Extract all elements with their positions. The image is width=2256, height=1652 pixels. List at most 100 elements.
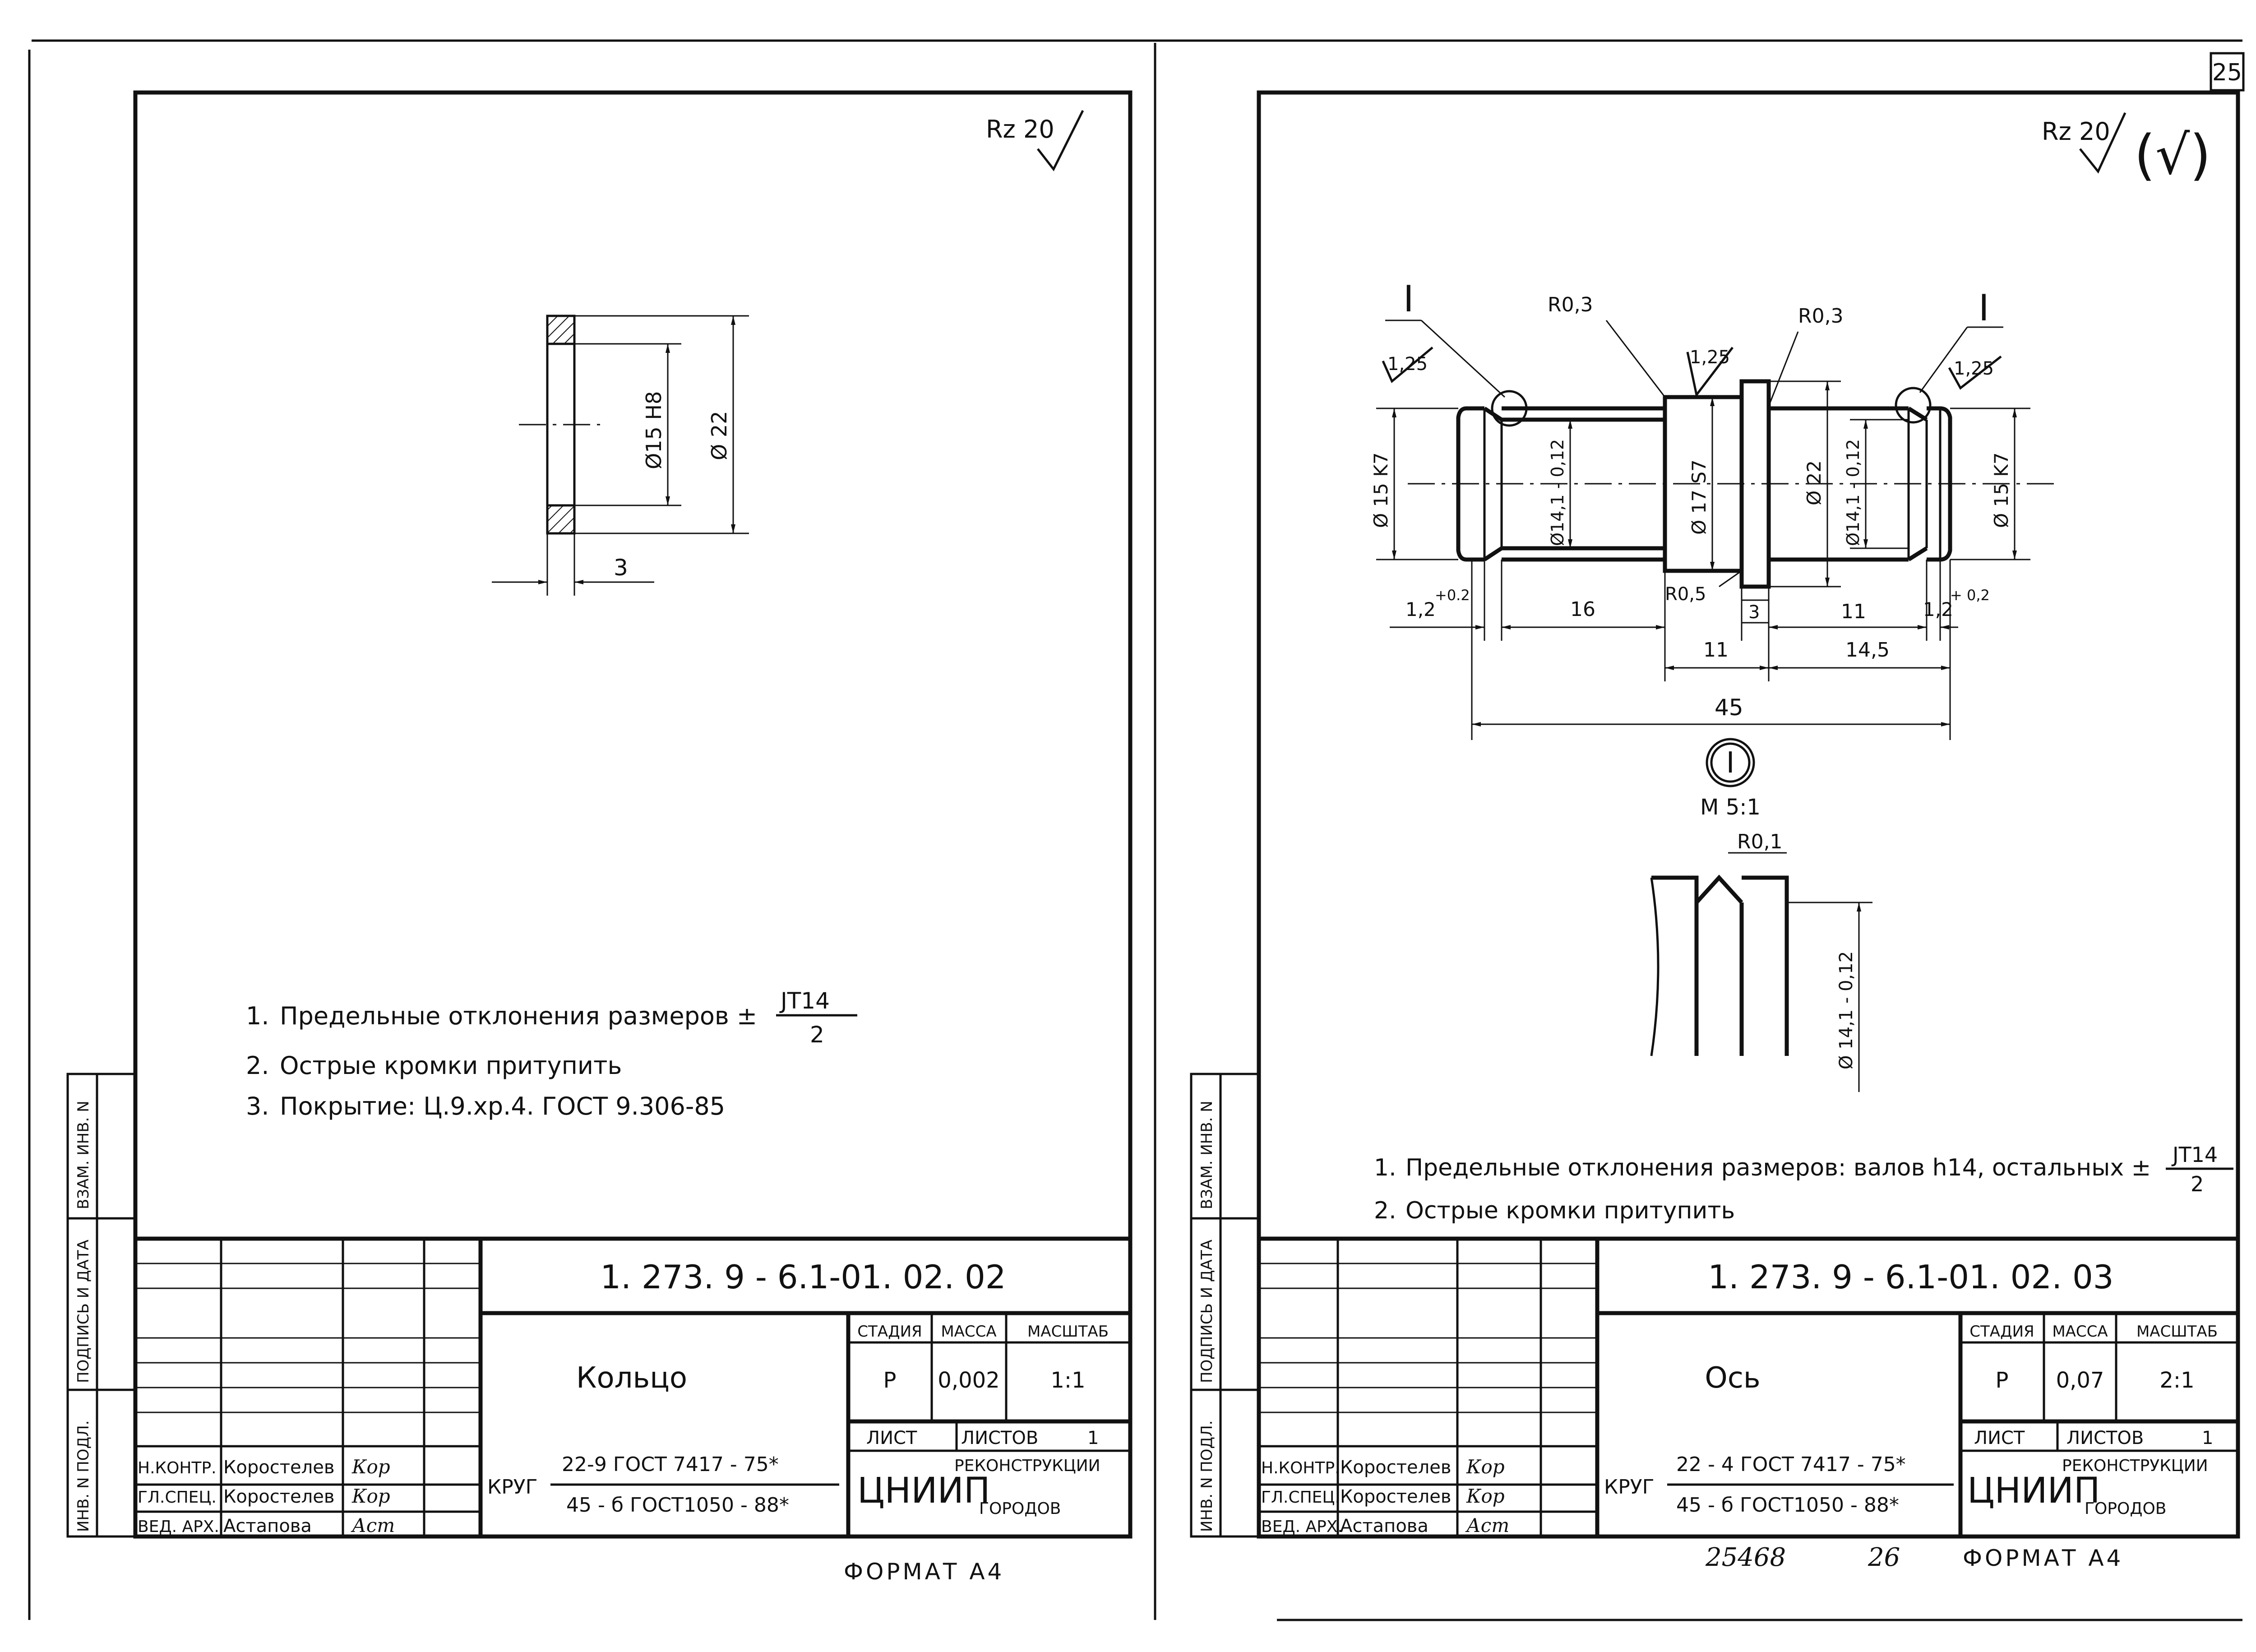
svg-text:Кор: Кор bbox=[1466, 1485, 1505, 1507]
svg-text:R0,3: R0,3 bbox=[1548, 293, 1593, 316]
left-stage-value: Р bbox=[883, 1368, 897, 1393]
svg-text:РЕКОНСТРУКЦИИ: РЕКОНСТРУКЦИИ bbox=[2062, 1457, 2208, 1475]
right-format-label: ФОРМАТ А4 bbox=[1963, 1545, 2123, 1571]
right-material-top: 22 - 4 ГОСТ 7417 - 75* bbox=[1676, 1453, 1906, 1476]
svg-text:2: 2 bbox=[810, 1022, 824, 1048]
strip-label-vzam: ВЗАМ. ИНВ. N bbox=[74, 1101, 92, 1209]
svg-text:КРУГ: КРУГ bbox=[487, 1476, 537, 1499]
svg-text:СТАДИЯ: СТАДИЯ bbox=[1969, 1323, 2034, 1341]
right-mass-value: 0,07 bbox=[2056, 1368, 2104, 1393]
svg-text:Коростелев: Коростелев bbox=[223, 1457, 334, 1478]
svg-text:1: 1 bbox=[2202, 1428, 2213, 1448]
svg-text:ЛИСТОВ: ЛИСТОВ bbox=[2066, 1428, 2144, 1448]
right-scale-value: 2:1 bbox=[2159, 1368, 2194, 1393]
svg-text:3.: 3. bbox=[246, 1092, 269, 1120]
svg-text:Н.КОНТР.: Н.КОНТР. bbox=[138, 1459, 217, 1477]
svg-text:Предельные отклонения размеров: Предельные отклонения размеров ± bbox=[280, 1002, 757, 1030]
strip-label-podpis: ПОДПИСЬ И ДАТА bbox=[74, 1240, 92, 1383]
svg-text:Коростелев: Коростелев bbox=[223, 1486, 334, 1507]
left-doc-number: 1. 273. 9 - 6.1-01. 02. 02 bbox=[600, 1258, 1006, 1296]
svg-text:ГЛ.СПЕЦ.: ГЛ.СПЕЦ. bbox=[1261, 1488, 1340, 1507]
right-stage-value: Р bbox=[1996, 1368, 2009, 1393]
footer-code-2: 26 bbox=[1868, 1543, 1900, 1572]
axle-drawing: I I 1,25 1,25 1,25 R0,3 R0,3 R0,5 Ø 1 bbox=[1370, 278, 2057, 740]
page-number-box: 25 bbox=[2210, 52, 2245, 92]
svg-text:Коростелев: Коростелев bbox=[1340, 1457, 1451, 1478]
ring-outer-dim: Ø 22 bbox=[707, 411, 731, 460]
left-side-strip: ВЗАМ. ИНВ. N ПОДПИСЬ И ДАТА ИНВ. N ПОДЛ. bbox=[66, 1073, 137, 1538]
svg-text:МАССА: МАССА bbox=[941, 1323, 996, 1341]
svg-text:Н.КОНТР.: Н.КОНТР. bbox=[1261, 1459, 1340, 1477]
svg-text:14,5: 14,5 bbox=[1845, 639, 1890, 662]
svg-text:ЛИСТОВ: ЛИСТОВ bbox=[961, 1428, 1038, 1448]
svg-text:Ø 14,1 - 0,12: Ø 14,1 - 0,12 bbox=[1836, 951, 1857, 1069]
svg-text:2: 2 bbox=[2191, 1172, 2204, 1196]
right-title-block: 1. 273. 9 - 6.1-01. 02. 03 Ось СТАДИЯ МА… bbox=[1259, 1236, 2238, 1536]
svg-text:+ 0,2: + 0,2 bbox=[1950, 587, 1990, 604]
svg-text:1,2: 1,2 bbox=[1923, 598, 1953, 620]
left-mass-value: 0,002 bbox=[938, 1368, 999, 1393]
svg-text:Аст: Аст bbox=[1465, 1514, 1509, 1536]
svg-text:ЛИСТ: ЛИСТ bbox=[866, 1428, 917, 1448]
strip-label-inv: ИНВ. N ПОДЛ. bbox=[74, 1421, 92, 1532]
svg-text:I: I bbox=[1979, 287, 1989, 329]
svg-text:Ø 15 K7: Ø 15 K7 bbox=[1370, 453, 1392, 528]
right-doc-number: 1. 273. 9 - 6.1-01. 02. 03 bbox=[1708, 1258, 2113, 1296]
svg-text:I: I bbox=[1726, 746, 1735, 780]
svg-text:1.: 1. bbox=[246, 1002, 269, 1030]
svg-text:45: 45 bbox=[1715, 694, 1743, 721]
svg-text:JT14: JT14 bbox=[779, 988, 830, 1014]
svg-text:(√): (√) bbox=[2134, 124, 2211, 187]
svg-text:МАСШТАБ: МАСШТАБ bbox=[1027, 1323, 1109, 1341]
svg-text:1: 1 bbox=[1087, 1428, 1099, 1448]
svg-text:ВЕД. АРХ.: ВЕД. АРХ. bbox=[138, 1518, 219, 1536]
svg-text:Rz 20: Rz 20 bbox=[986, 115, 1054, 143]
svg-text:R0,5: R0,5 bbox=[1665, 584, 1706, 605]
svg-text:Ø 17 S7: Ø 17 S7 bbox=[1688, 459, 1710, 535]
left-scale-value: 1:1 bbox=[1050, 1368, 1085, 1393]
svg-text:ЛИСТ: ЛИСТ bbox=[1974, 1428, 2025, 1448]
svg-text:СТАДИЯ: СТАДИЯ bbox=[857, 1323, 922, 1341]
ring-bore-dim: Ø15 H8 bbox=[642, 391, 666, 469]
svg-text:R0,1: R0,1 bbox=[1737, 830, 1783, 853]
left-material-bottom: 45 - б ГОСТ1050 - 88* bbox=[566, 1494, 789, 1517]
svg-text:2.: 2. bbox=[246, 1051, 269, 1080]
svg-text:ПОДПИСЬ И ДАТА: ПОДПИСЬ И ДАТА bbox=[1198, 1240, 1216, 1383]
right-org-logo: ЦНИИП bbox=[1967, 1471, 2100, 1511]
left-material-top: 22-9 ГОСТ 7417 - 75* bbox=[562, 1453, 779, 1476]
right-side-strip: ВЗАМ. ИНВ. N ПОДПИСЬ И ДАТА ИНВ. N ПОДЛ. bbox=[1190, 1073, 1260, 1538]
svg-text:3: 3 bbox=[1748, 602, 1760, 623]
svg-text:+0.2: +0.2 bbox=[1435, 587, 1470, 604]
svg-text:ВЗАМ. ИНВ. N: ВЗАМ. ИНВ. N bbox=[1198, 1101, 1216, 1209]
left-org-logo: ЦНИИП bbox=[857, 1471, 990, 1511]
svg-text:МАСШТАБ: МАСШТАБ bbox=[2136, 1323, 2218, 1341]
svg-text:Ø14,1 - 0,12: Ø14,1 - 0,12 bbox=[1548, 439, 1567, 546]
svg-text:16: 16 bbox=[1570, 598, 1595, 621]
svg-text:Кор: Кор bbox=[1466, 1456, 1505, 1478]
svg-text:Rz 20: Rz 20 bbox=[2042, 117, 2110, 146]
svg-text:Кор: Кор bbox=[351, 1485, 390, 1507]
svg-text:Ø 15 K7: Ø 15 K7 bbox=[1990, 453, 2012, 528]
svg-text:JT14: JT14 bbox=[2171, 1143, 2218, 1167]
svg-text:Коростелев: Коростелев bbox=[1340, 1486, 1451, 1507]
left-part-name: Кольцо bbox=[576, 1361, 687, 1395]
right-material-bottom: 45 - б ГОСТ1050 - 88* bbox=[1676, 1494, 1899, 1517]
left-sheet: ВЗАМ. ИНВ. N ПОДПИСЬ И ДАТА ИНВ. N ПОДЛ.… bbox=[66, 90, 1133, 1585]
left-frame bbox=[133, 90, 1133, 1539]
svg-text:Ø 22: Ø 22 bbox=[1803, 460, 1825, 505]
svg-text:1.: 1. bbox=[1374, 1154, 1396, 1181]
left-notes: 1. Предельные отклонения размеров ± JT14… bbox=[246, 988, 857, 1120]
ring-drawing: Ø15 H8 Ø 22 3 bbox=[492, 315, 749, 596]
svg-text:Аст: Аст bbox=[351, 1514, 395, 1536]
svg-text:11: 11 bbox=[1703, 639, 1729, 662]
axle-detail-view: I М 5:1 R0,1 Ø 14,1 - 0,12 bbox=[1650, 738, 1872, 1092]
right-sheet: ВЗАМ. ИНВ. N ПОДПИСЬ И ДАТА ИНВ. N ПОДЛ.… bbox=[1190, 90, 2240, 1572]
right-roughness-symbol: Rz 20 (√) bbox=[2042, 112, 2211, 187]
svg-text:РЕКОНСТРУКЦИИ: РЕКОНСТРУКЦИИ bbox=[954, 1457, 1100, 1475]
svg-text:Астапова: Астапова bbox=[1340, 1516, 1428, 1536]
svg-text:ГОРОДОВ: ГОРОДОВ bbox=[2085, 1499, 2167, 1518]
svg-text:1,25: 1,25 bbox=[1954, 358, 1994, 379]
right-notes: 1. Предельные отклонения размеров: валов… bbox=[1374, 1143, 2233, 1224]
svg-text:I: I bbox=[1403, 278, 1414, 320]
